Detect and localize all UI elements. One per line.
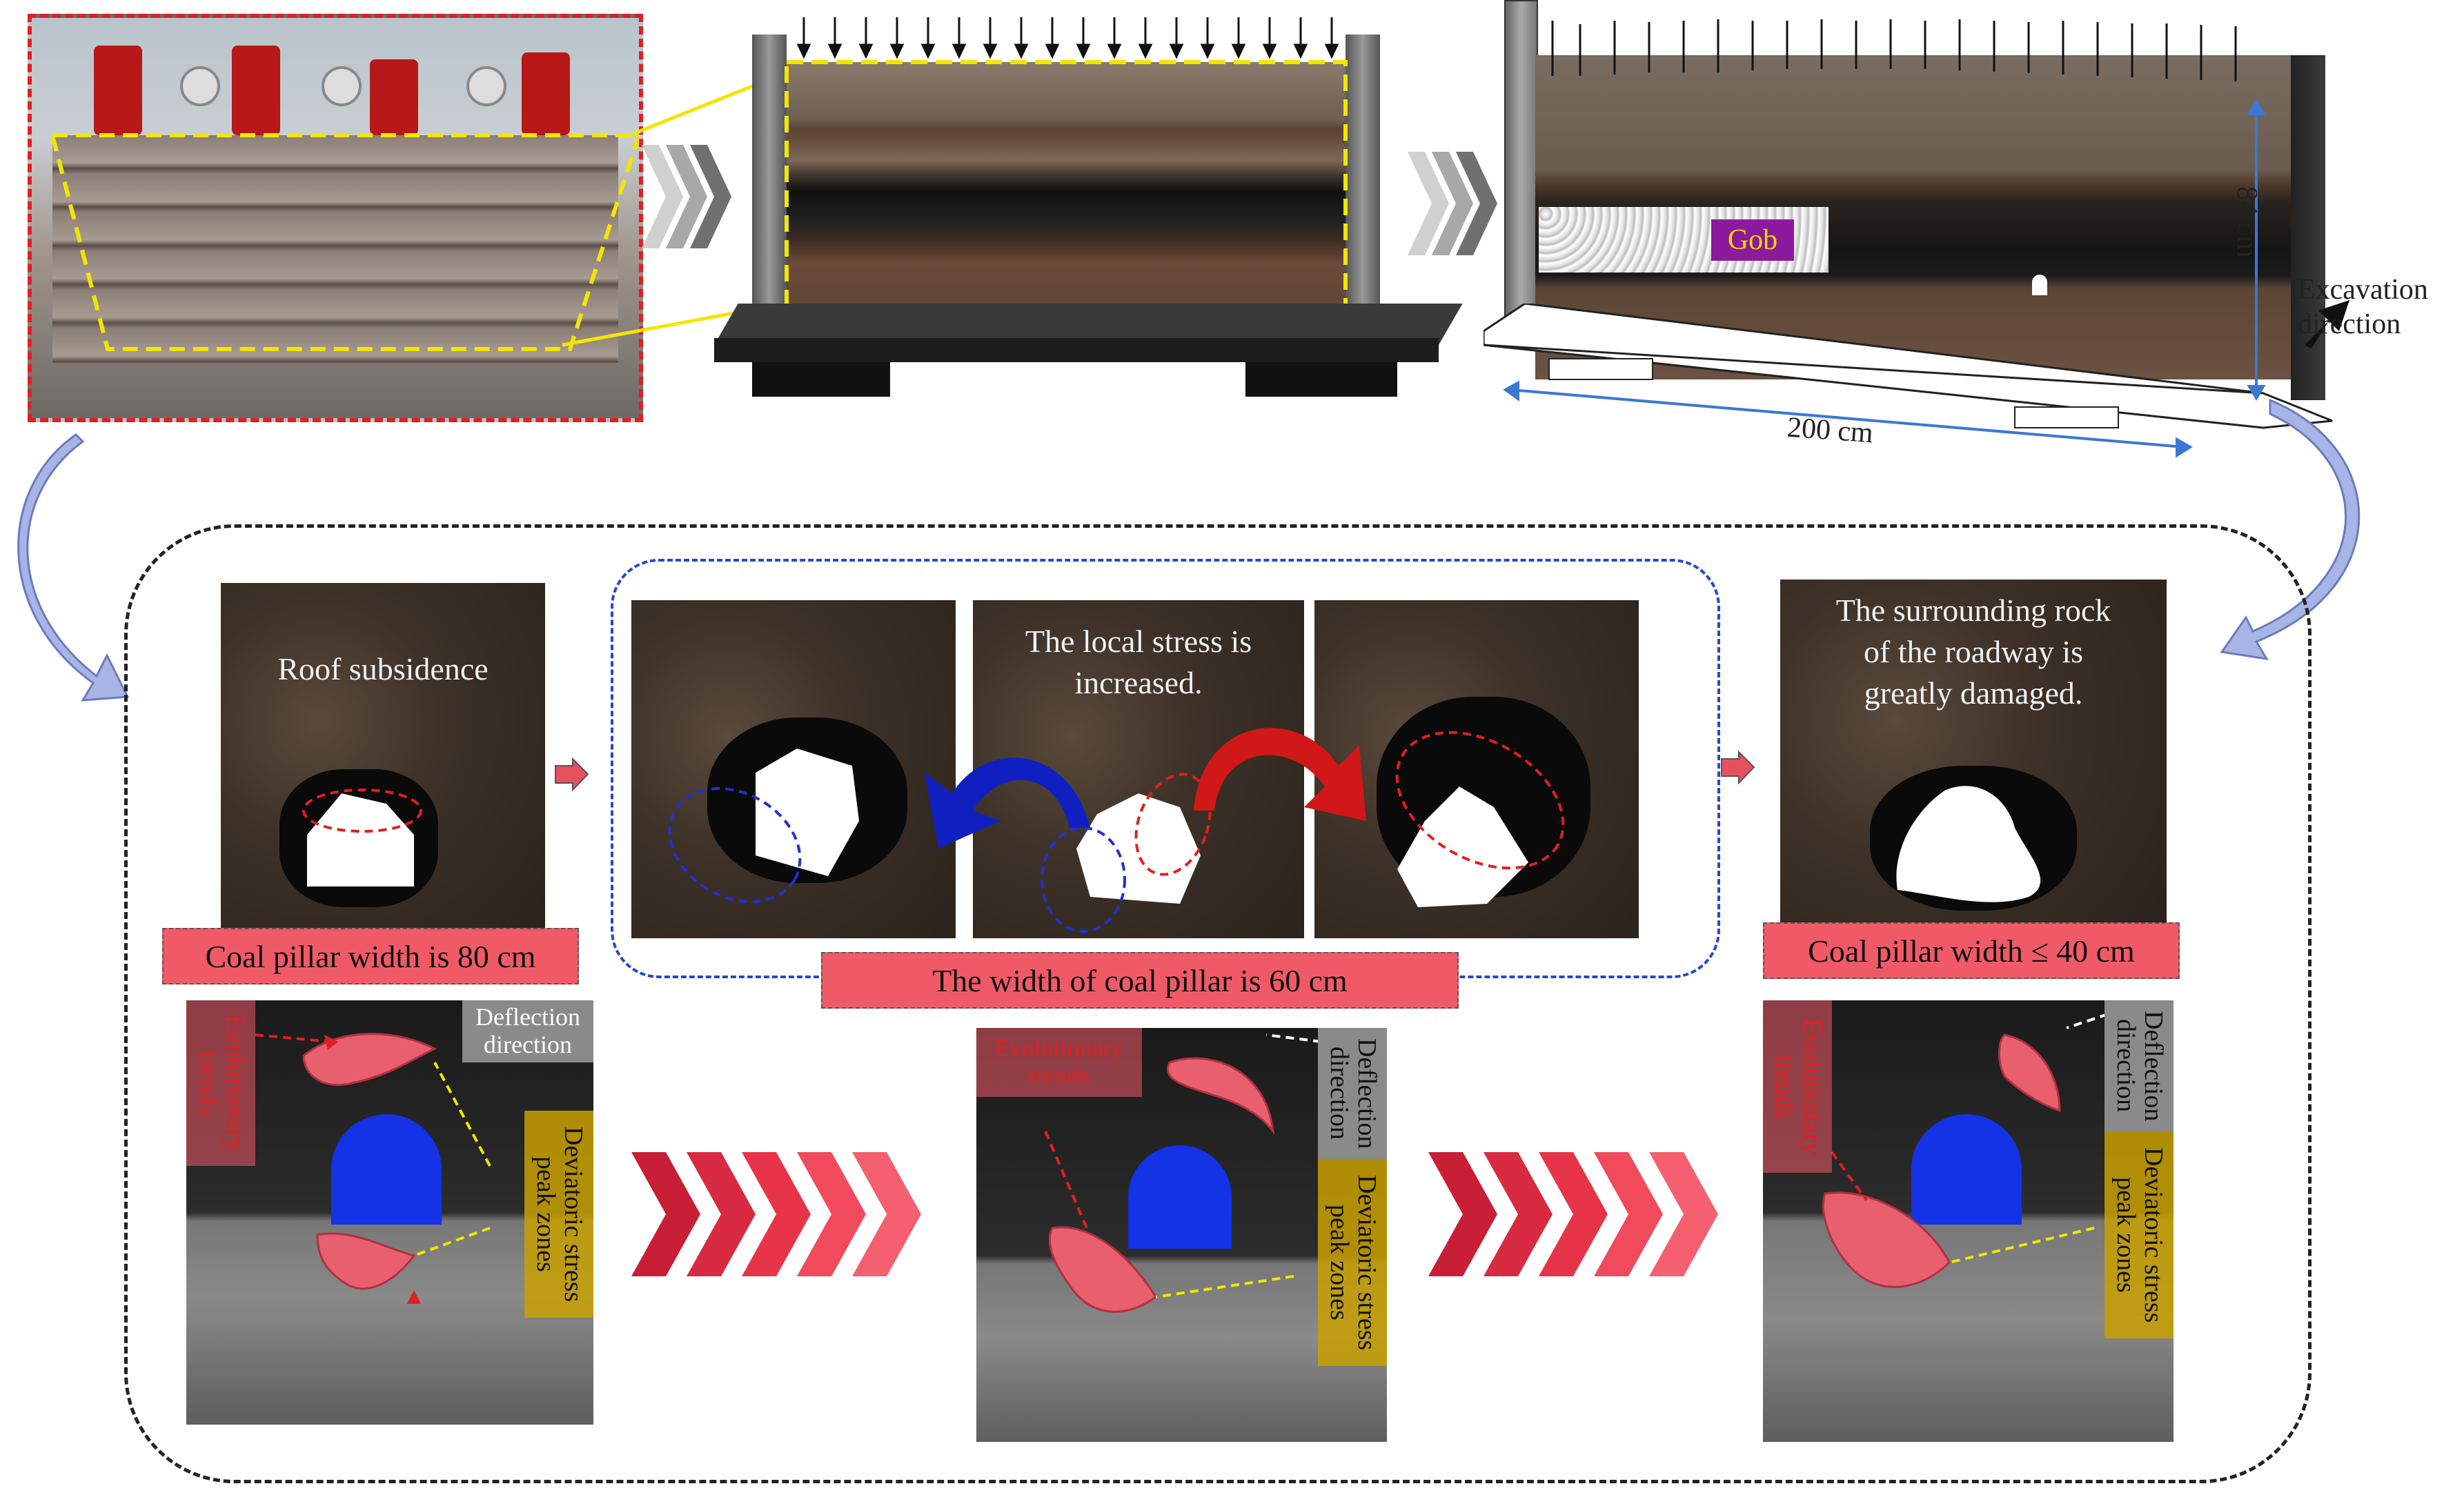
map2-deviatoric-stress: Deviatoric stress peak zones <box>1318 1159 1387 1366</box>
map3-deflection-direction: Deflection direction <box>2105 1000 2174 1131</box>
stage2-pillar-label: The width of coal pillar is 60 cm <box>821 952 1459 1009</box>
left-post <box>752 34 787 331</box>
stress-transfer-arrows <box>897 690 1415 869</box>
red-arrow-icon-1 <box>552 755 590 793</box>
stage3-roadway <box>1780 580 2167 928</box>
red-arrow-icon-2 <box>1718 749 1756 786</box>
map2-evolutionary-trends: Evolutionary trends <box>976 1028 1142 1097</box>
stage3-pillar-label: Coal pillar width ≤ 40 cm <box>1763 922 2180 979</box>
model-frame <box>783 59 1349 324</box>
right-post <box>1346 34 1380 331</box>
stage3-photo: The surrounding rock of the roadway is g… <box>1780 580 2167 928</box>
height-dimension: 84 cm <box>2230 186 2263 258</box>
excavation-direction-label: Excavation direction <box>2298 273 2428 342</box>
map3-deviatoric-stress: Deviatoric stress peak zones <box>2105 1131 2174 1338</box>
similar-model-3d <box>714 14 1439 400</box>
red-chevrons-2 <box>1428 1145 1718 1283</box>
map3-evolutionary-trends: Evolutionary trends <box>1763 1000 1832 1173</box>
map2-deflection-direction: Deflection direction <box>1318 1028 1387 1159</box>
stage1-roadway <box>221 583 545 928</box>
stage1-photo: Roof subsidence <box>221 583 545 928</box>
stress-map-3: Evolutionary trends Deflection direction… <box>1763 1000 2174 1442</box>
stage1-pillar-label: Coal pillar width is 80 cm <box>162 928 579 984</box>
model-base <box>714 338 1439 362</box>
red-chevrons-1 <box>631 1145 921 1283</box>
map1-evolutionary-trends: Evolutionary trends <box>186 1000 255 1166</box>
map1-deflection-direction: Deflection direction <box>462 1000 593 1062</box>
map1-deviatoric-stress: Deviatoric stress peak zones <box>524 1111 593 1318</box>
stress-map-1: Evolutionary trends Deflection direction… <box>186 1000 593 1425</box>
stress-map-2: Evolutionary trends Deflection direction… <box>976 1028 1387 1442</box>
